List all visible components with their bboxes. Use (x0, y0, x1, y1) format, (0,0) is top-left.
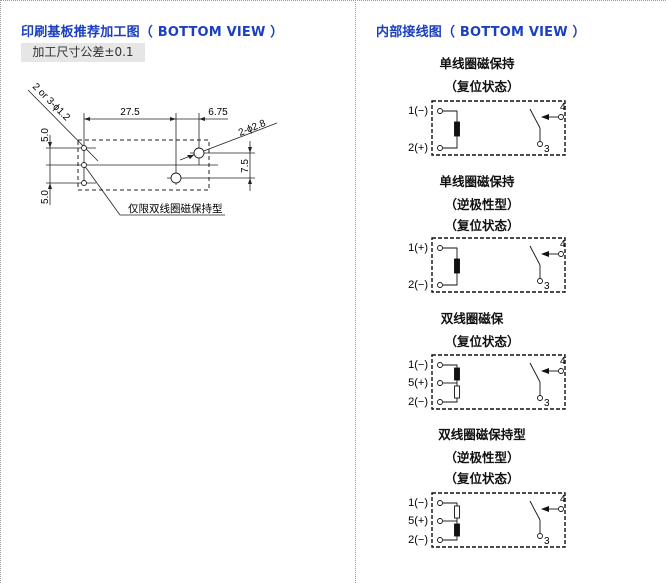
arrowhead (248, 147, 252, 153)
pcb-layout-title: 印刷基板推荐加工图（ BOTTOM VIEW ） (21, 25, 284, 40)
panel-divider (355, 0, 356, 583)
dim-7-5: 7.5 (240, 159, 251, 173)
diagram-3-caption-line-2: （复位状态） (444, 334, 520, 349)
contact-label-common: 4 (560, 239, 566, 250)
pin-label: 5(+) (408, 515, 428, 527)
coil-icon (454, 367, 460, 381)
contact-label-common: 4 (560, 102, 566, 113)
pin-label: 1(−) (408, 359, 428, 371)
diagram-4-caption-line-2: （逆极性型） (444, 450, 520, 465)
pin-label: 1(−) (408, 105, 428, 117)
pin-label: 2(−) (408, 534, 428, 546)
large-hole-2 (170, 172, 182, 184)
coil-icon (454, 121, 460, 137)
pin-label: 2(−) (408, 279, 428, 291)
arrowhead (541, 506, 549, 512)
wiring-diagram-4: 1(−) 5(+) 2(−) 4 3 (408, 492, 566, 548)
contact-label-fixed: 3 (544, 144, 550, 155)
pin-label: 1(−) (408, 497, 428, 509)
diagram-2-caption-line-2: （逆极性型） (444, 197, 520, 212)
small-hole-1 (81, 145, 87, 151)
arrowhead (84, 117, 90, 121)
contact-label-common: 4 (560, 356, 566, 367)
coil-icon (454, 385, 460, 399)
large-hole-label: 2-ϕ2.8 (237, 118, 268, 139)
diagram-4-caption-line-1: 双线圈磁保持型 (438, 427, 526, 442)
contact-label-fixed: 3 (544, 536, 550, 547)
arrowhead (48, 142, 52, 148)
pcb-drawing: 27.5 6.75 5.0 5.0 7.5 2 or 3-ϕ1.2 2-ϕ2.8… (27, 81, 278, 216)
pin-label: 5(+) (408, 377, 428, 389)
dim-27-5: 27.5 (120, 107, 140, 118)
arrowhead (48, 183, 52, 189)
arrowhead (170, 117, 176, 121)
dim-5-0-bottom: 5.0 (40, 190, 51, 204)
diagram-3-caption-line-1: 双线圈磁保 (440, 311, 504, 326)
tolerance-badge: 加工尺寸公差±0.1 (21, 43, 145, 62)
arrowhead (541, 114, 549, 120)
wiring-diagram-1: 1(−) 2(+) 4 3 (408, 100, 566, 156)
double-coil-note: 仅限双线圈磁保持型 (128, 202, 223, 215)
small-hole-3 (81, 180, 87, 186)
wiring-diagram-3: 1(−) 5(+) 2(−) 4 3 (408, 354, 566, 410)
diagram-1-caption-line-2: （复位状态） (444, 79, 520, 94)
diagram-2-caption-line-1: 单线圈磁保持 (439, 174, 515, 189)
frame-left-border (0, 0, 1, 583)
pin-label: 2(+) (408, 142, 428, 154)
small-hole-label: 2 or 3-ϕ1.2 (30, 81, 72, 123)
frame-top-border (0, 0, 666, 1)
coil-icon (454, 258, 460, 274)
coil-icon (454, 505, 460, 519)
dim-5-0-top: 5.0 (40, 128, 51, 142)
diagram-1-caption-line-1: 单线圈磁保持 (439, 56, 515, 71)
diagram-4-caption-line-3: （复位状态） (444, 471, 520, 486)
dim-6-75: 6.75 (208, 107, 228, 118)
arrowhead (187, 155, 194, 159)
arrowhead (199, 117, 205, 121)
diagram-2-caption-line-3: （复位状态） (444, 218, 520, 233)
arrowhead (541, 251, 549, 257)
wiring-diagram-2: 1(+) 2(−) 4 3 (408, 237, 566, 293)
pin-label: 2(−) (408, 396, 428, 408)
contact-label-common: 4 (560, 494, 566, 505)
small-hole-2 (81, 162, 87, 168)
contact-label-fixed: 3 (544, 281, 550, 292)
contact-label-fixed: 3 (544, 398, 550, 409)
arrowhead (541, 368, 549, 374)
wiring-diagram-title: 内部接线图（ BOTTOM VIEW ） (376, 25, 586, 40)
pin-label: 1(+) (408, 242, 428, 254)
arrowhead (248, 178, 252, 184)
coil-icon (454, 523, 460, 537)
large-hole-1 (193, 147, 205, 159)
